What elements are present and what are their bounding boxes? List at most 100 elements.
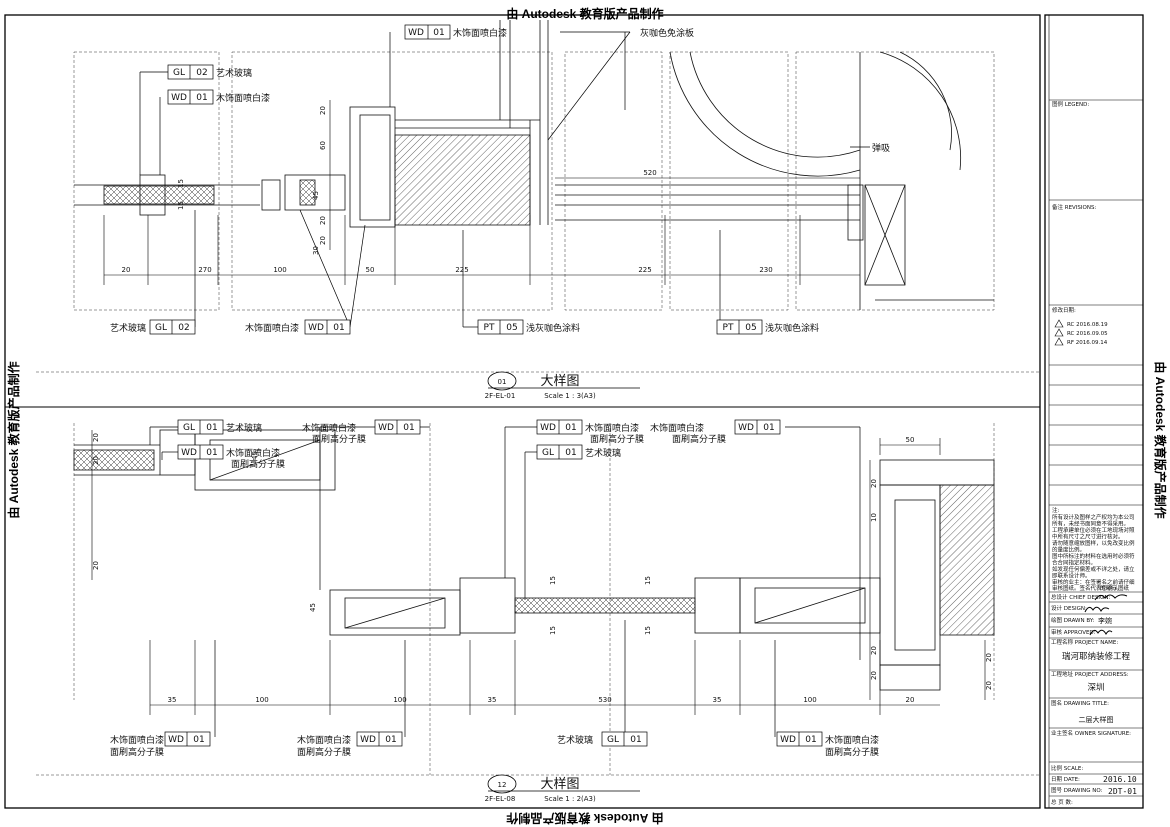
svg-text:WD: WD xyxy=(378,423,394,433)
signature-design xyxy=(1084,606,1110,613)
material-tag-wd01-g: WD 01 木饰面喷白漆 面刷高分子膜 xyxy=(776,731,879,758)
material-tag-wd01-f: 木饰面喷白漆 WD 01 面刷高分子膜 xyxy=(297,731,403,758)
svg-text:01: 01 xyxy=(206,448,217,458)
detail-number: 12 xyxy=(498,781,507,789)
svg-text:PT: PT xyxy=(723,323,734,333)
svg-text:WD: WD xyxy=(181,448,197,458)
tb-chief-design: 总设计 CHIEF DESIGN: xyxy=(1051,593,1110,601)
svg-text:木饰面喷白漆: 木饰面喷白漆 xyxy=(585,422,639,434)
material-tag-pt05-b: PT 05 浅灰咖色涂料 xyxy=(716,319,819,335)
dim-b-2: 100 xyxy=(393,696,406,704)
material-tag-wd01-d: 木饰面喷白漆 WD 01 面刷高分子膜 xyxy=(650,419,781,445)
detail-ref: 2F-EL-01 xyxy=(485,392,516,400)
material-tag-gl01-a: GL 01 艺术玻璃 xyxy=(150,419,262,435)
svg-text:WD: WD xyxy=(540,423,556,433)
detail-ref: 2F-EL-08 xyxy=(485,795,516,803)
dim-h-1: 270 xyxy=(198,266,211,274)
dim-bv-14: 20 xyxy=(985,681,993,690)
svg-text:审核图纸。签名代表您确认图纸: 审核图纸。签名代表您确认图纸 xyxy=(1052,584,1130,592)
svg-text:请勿随意缩放图样，以免改变比例: 请勿随意缩放图样，以免改变比例 xyxy=(1052,539,1135,547)
svg-text:木饰面喷白漆: 木饰面喷白漆 xyxy=(245,322,299,334)
tb-approved: 审核 APPROVED: xyxy=(1051,628,1096,636)
tb-drawing-no-label: 图号 DRAWING NO: xyxy=(1051,786,1103,794)
material-tag-wd01-b: 木饰面喷白漆 WD 01 面刷高分子膜 xyxy=(302,419,421,445)
svg-text:01: 01 xyxy=(385,735,396,745)
detail-number: 01 xyxy=(498,378,507,386)
svg-text:01: 01 xyxy=(193,735,204,745)
revision-triangles xyxy=(1054,319,1064,346)
svg-text:01: 01 xyxy=(333,323,344,333)
svg-text:面刷高分子膜: 面刷高分子膜 xyxy=(312,433,366,445)
dim-v-5: 45 xyxy=(312,191,320,200)
material-tag-gl01-c: 艺术玻璃 GL 01 xyxy=(557,731,648,747)
tb-date: 2016.10 xyxy=(1103,775,1137,784)
tb-date-2: RF 2016.09.14 xyxy=(1067,340,1108,346)
tb-drawn-by: 绘图 DRAWN BY: xyxy=(1051,616,1094,624)
detail-scale: Scale 1 : 2(A3) xyxy=(544,795,596,803)
svg-text:木饰面喷白漆: 木饰面喷白漆 xyxy=(825,734,879,746)
dim-h-2: 100 xyxy=(273,266,286,274)
svg-text:01: 01 xyxy=(805,735,816,745)
svg-text:面刷高分子膜: 面刷高分子膜 xyxy=(297,746,351,758)
material-tag-wd01-top: WD 01 木饰面喷白漆 xyxy=(404,24,507,40)
svg-text:面刷高分子膜: 面刷高分子膜 xyxy=(590,433,644,445)
svg-text:01: 01 xyxy=(630,735,641,745)
tb-drawing-no: 2DT-01 xyxy=(1108,787,1137,796)
svg-text:05: 05 xyxy=(745,323,756,333)
svg-text:GL: GL xyxy=(183,423,195,433)
svg-text:01: 01 xyxy=(763,423,774,433)
svg-text:面刷高分子膜: 面刷高分子膜 xyxy=(110,746,164,758)
note-gray-board: 灰咖色免涂板 xyxy=(640,27,694,39)
svg-text:艺术玻璃: 艺术玻璃 xyxy=(216,67,252,79)
svg-text:WD: WD xyxy=(738,423,754,433)
svg-text:浅灰咖色涂料: 浅灰咖色涂料 xyxy=(526,322,580,334)
material-tag-wd01-a: WD 01 木饰面喷白漆 面刷高分子膜 xyxy=(162,444,285,470)
svg-text:面刷高分子膜: 面刷高分子膜 xyxy=(231,458,285,470)
svg-text:PT: PT xyxy=(484,323,495,333)
dim-v-1: 60 xyxy=(319,141,327,150)
detail-scale: Scale 1 : 3(A3) xyxy=(544,392,596,400)
svg-text:面刷高分子膜: 面刷高分子膜 xyxy=(825,746,879,758)
signature-approved xyxy=(1089,629,1113,636)
tb-scale-label: 比例 SCALE: xyxy=(1051,764,1083,772)
svg-text:GL: GL xyxy=(607,735,619,745)
material-tag-gl01-b: GL 01 艺术玻璃 xyxy=(525,444,621,460)
detail-12-drawing xyxy=(36,423,1040,776)
svg-text:所有设计及图样之产权均为本公司: 所有设计及图样之产权均为本公司 xyxy=(1052,513,1135,521)
svg-text:中所有尺寸之尺寸进行核对。: 中所有尺寸之尺寸进行核对。 xyxy=(1052,533,1124,541)
svg-text:面刷高分子膜: 面刷高分子膜 xyxy=(672,433,726,445)
dim-bv-11: 20 xyxy=(870,671,878,680)
svg-text:艺术玻璃: 艺术玻璃 xyxy=(110,322,146,334)
detail-title: 大样图 xyxy=(540,374,579,389)
dim-bv-7: 15 xyxy=(644,576,652,585)
tb-notes-label: 注: xyxy=(1052,506,1060,514)
tb-drawing-title-label: 图名 DRAWING TITLE: xyxy=(1051,699,1109,707)
svg-text:木饰面喷白漆: 木饰面喷白漆 xyxy=(650,422,704,434)
watermark-right: 由 Autodesk 教育版产品制作 xyxy=(1153,361,1168,518)
dim-v-6: 20 xyxy=(319,236,327,245)
svg-text:艺术玻璃: 艺术玻璃 xyxy=(585,447,621,459)
material-tag-gl02-bottom: 艺术玻璃 GL 02 xyxy=(110,319,196,335)
svg-text:01: 01 xyxy=(433,28,444,38)
dim-bv-0: 20 xyxy=(92,433,100,442)
dim-b-3: 35 xyxy=(488,696,497,704)
dim-b-0: 35 xyxy=(168,696,177,704)
dim-v-2: 15 xyxy=(177,179,185,188)
title-block: 图例 LEGEND: 备注 REVISIONS: 修改日期: RC 2016.0… xyxy=(1044,14,1144,809)
svg-text:木饰面喷白漆: 木饰面喷白漆 xyxy=(453,27,507,39)
svg-text:01: 01 xyxy=(565,423,576,433)
dim-h-5: 225 xyxy=(638,266,651,274)
svg-text:02: 02 xyxy=(196,68,207,78)
svg-text:05: 05 xyxy=(506,323,517,333)
dim-v-4: 20 xyxy=(319,216,327,225)
svg-text:WD: WD xyxy=(360,735,376,745)
dim-v-7: 30 xyxy=(312,246,320,255)
svg-text:GL: GL xyxy=(173,68,185,78)
detail-title: 大样图 xyxy=(540,777,579,792)
material-tag-gl02: GL 02 艺术玻璃 xyxy=(140,64,252,80)
svg-text:WD: WD xyxy=(168,735,184,745)
tb-date-label: 日期 DATE: xyxy=(1051,776,1080,783)
dim-bv-3: 45 xyxy=(251,451,259,460)
tb-legend-label: 图例 LEGEND: xyxy=(1052,100,1089,108)
svg-text:图中所标注的材料在选用时必须符: 图中所标注的材料在选用时必须符 xyxy=(1052,552,1135,560)
